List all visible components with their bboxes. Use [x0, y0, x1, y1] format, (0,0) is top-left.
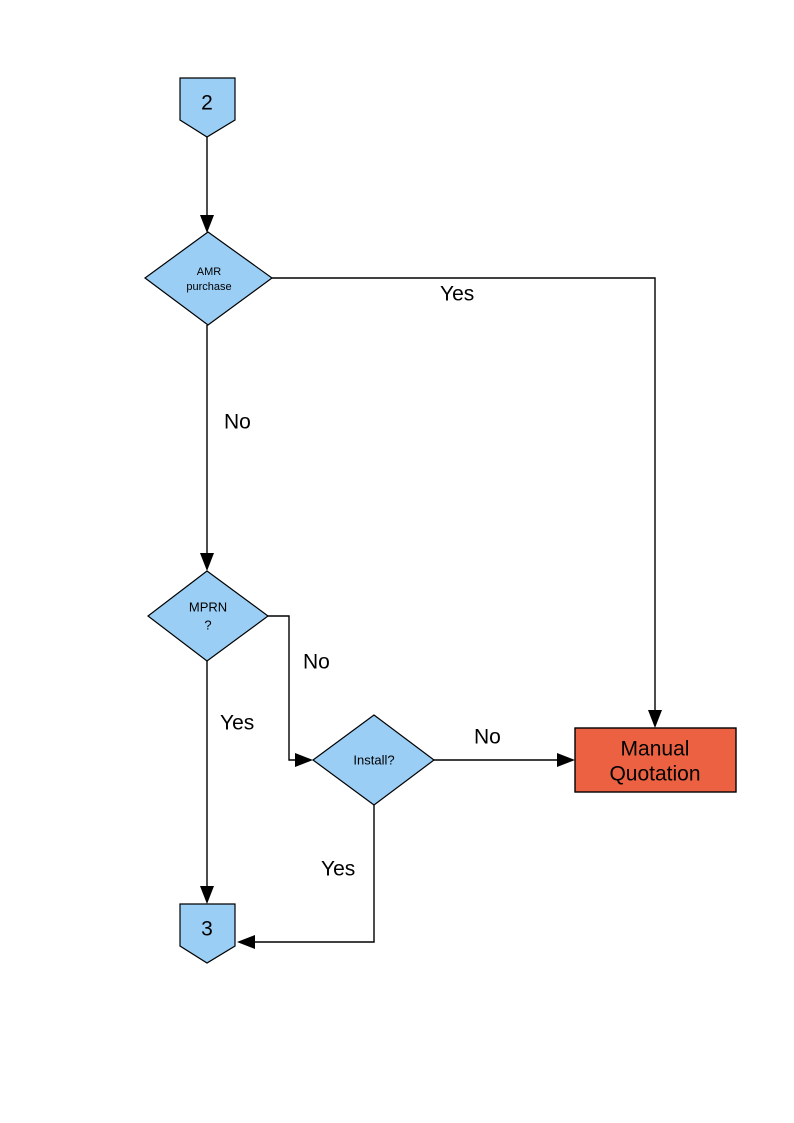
edge-amr-yes-line	[272, 277, 656, 717]
amr-purchase-decision-label-line2: purchase	[186, 281, 231, 293]
edge-amr-no-arrowhead	[200, 553, 214, 571]
edge-install-no	[434, 753, 575, 767]
node-install-decision[interactable]: Install?	[311, 714, 435, 806]
edge-amr-yes	[272, 277, 662, 728]
manual-quotation-label-line2: Quotation	[609, 763, 700, 786]
node-end-connector[interactable]: 3	[179, 903, 236, 964]
node-manual-quotation-box[interactable]: Manual Quotation	[574, 727, 737, 793]
node-start-connector[interactable]: 2	[179, 77, 236, 138]
edge-install-yes-arrowhead	[237, 935, 255, 949]
edge-label-mprn-no: No	[303, 651, 330, 674]
edge-mprn-no-line	[268, 615, 302, 761]
amr-purchase-decision-label-line1: AMR	[197, 266, 222, 278]
edge-mprn-yes	[200, 661, 214, 904]
edge-install-yes-line	[248, 805, 375, 943]
end-connector-shape[interactable]	[179, 903, 236, 964]
install-decision-shape[interactable]	[311, 714, 435, 806]
edge-amr-yes-arrowhead	[648, 710, 662, 728]
edge-label-amr-no: No	[224, 411, 251, 434]
edge-mprn-no	[268, 615, 313, 767]
amr-purchase-decision-shape[interactable]	[143, 231, 274, 326]
edge-mprn-yes-arrowhead	[200, 886, 214, 904]
node-mprn-decision[interactable]: MPRN ?	[147, 570, 270, 662]
edge-install-no-arrowhead	[557, 753, 575, 767]
edge-start-to-amr	[200, 137, 214, 233]
node-amr-purchase-decision[interactable]: AMR purchase	[143, 231, 274, 326]
end-connector-label: 3	[201, 918, 213, 941]
start-connector-label: 2	[201, 92, 213, 115]
install-decision-label: Install?	[353, 752, 394, 767]
edge-install-yes	[237, 805, 375, 949]
edge-mprn-no-arrowhead	[295, 753, 313, 767]
manual-quotation-label-line1: Manual	[621, 738, 690, 761]
edge-label-amr-yes: Yes	[440, 283, 474, 306]
edge-label-mprn-yes: Yes	[220, 712, 254, 735]
manual-quotation-box-shape[interactable]	[574, 727, 737, 793]
start-connector-shape[interactable]	[179, 77, 236, 138]
edge-label-install-yes: Yes	[321, 858, 355, 881]
mprn-decision-shape[interactable]	[147, 570, 270, 662]
mprn-decision-label-line2: ?	[204, 617, 211, 632]
edge-label-install-no: No	[474, 726, 501, 749]
edge-start-to-amr-arrowhead	[200, 215, 214, 233]
edge-amr-no	[200, 325, 214, 571]
mprn-decision-label-line1: MPRN	[189, 599, 227, 614]
